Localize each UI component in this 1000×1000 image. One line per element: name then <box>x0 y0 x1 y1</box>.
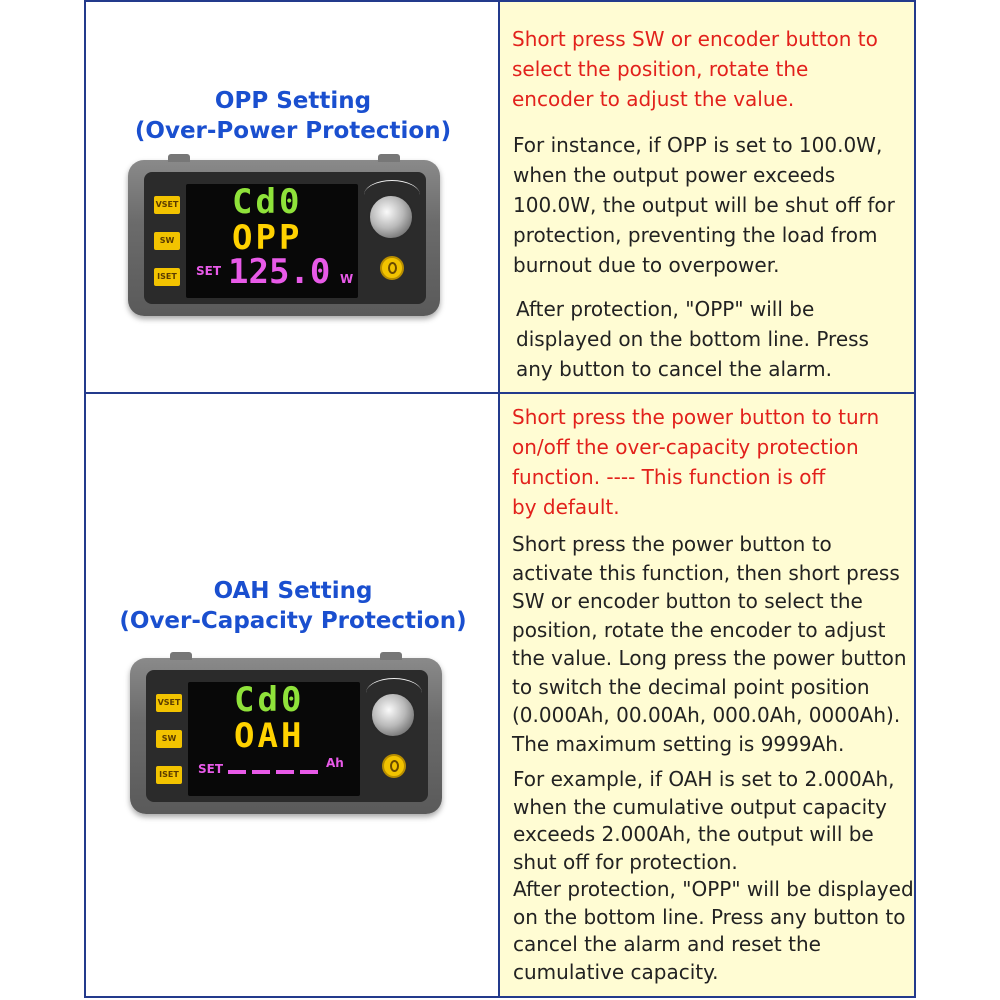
lcd-dash <box>276 770 294 774</box>
power-module-device: VSET SW ISET Cd0 OAH SET Ah <box>130 652 442 814</box>
lcd-dash <box>252 770 270 774</box>
lcd-screen: Cd0 OPP SET 125.0 W <box>186 182 358 298</box>
opp-subtitle: (Over-Power Protection) <box>134 118 452 144</box>
lcd-line1: Cd0 <box>232 182 303 222</box>
power-icon <box>388 262 397 274</box>
lcd-set-label: SET <box>196 264 222 278</box>
power-icon <box>390 760 399 772</box>
oah-image-panel: OAH Setting (Over-Capacity Protection) V… <box>86 394 500 996</box>
lcd-dash <box>228 770 246 774</box>
oah-instruction-text: Short press the power button to turn on/… <box>512 405 880 519</box>
oah-subtitle: (Over-Capacity Protection) <box>119 608 467 634</box>
opp-example-text: For instance, if OPP is set to 100.0W, w… <box>513 133 895 277</box>
opp-instruction-text: Short press SW or encoder button to sele… <box>512 27 878 111</box>
oah-example-text: For example, if OAH is set to 2.000Ah, w… <box>513 767 914 984</box>
lcd-line1: Cd0 <box>234 680 305 720</box>
lcd-unit: W <box>340 272 354 286</box>
lcd-dash <box>300 770 318 774</box>
power-module-device: VSET SW ISET Cd0 OPP SET 125.0 W <box>128 154 440 316</box>
oah-title: OAH Setting <box>213 578 373 604</box>
sw-button[interactable]: SW <box>154 232 180 250</box>
iset-button[interactable]: ISET <box>154 268 180 286</box>
encoder-knob[interactable] <box>368 194 414 240</box>
sw-button[interactable]: SW <box>156 730 182 748</box>
encoder-knob[interactable] <box>370 692 416 738</box>
lcd-set-label: SET <box>198 762 224 776</box>
opp-text-panel: Short press SW or encoder button to sele… <box>500 2 914 392</box>
lcd-line2: OAH <box>234 716 305 756</box>
oah-setting-text: Short press the power button to activate… <box>512 532 907 756</box>
iset-button[interactable]: ISET <box>156 766 182 784</box>
opp-image-panel: OPP Setting (Over-Power Protection) VSET… <box>86 2 500 392</box>
opp-title: OPP Setting <box>214 88 372 114</box>
power-button[interactable] <box>382 754 406 778</box>
opp-alarm-text: After protection, "OPP" will be displaye… <box>516 297 869 381</box>
vset-button[interactable]: VSET <box>154 196 180 214</box>
lcd-unit: Ah <box>326 756 344 770</box>
oah-text-panel: Short press the power button to turn on/… <box>500 394 914 996</box>
power-button[interactable] <box>380 256 404 280</box>
vset-button[interactable]: VSET <box>156 694 182 712</box>
encoder-arc-icon <box>366 678 422 708</box>
lcd-line2: OPP <box>232 218 303 258</box>
lcd-screen: Cd0 OAH SET Ah <box>188 680 360 796</box>
lcd-value: 125.0 <box>228 252 331 292</box>
info-table: OPP Setting (Over-Power Protection) VSET… <box>84 0 916 1000</box>
oah-section: OAH Setting (Over-Capacity Protection) V… <box>84 392 916 998</box>
opp-section: OPP Setting (Over-Power Protection) VSET… <box>84 0 916 394</box>
encoder-arc-icon <box>364 180 420 210</box>
